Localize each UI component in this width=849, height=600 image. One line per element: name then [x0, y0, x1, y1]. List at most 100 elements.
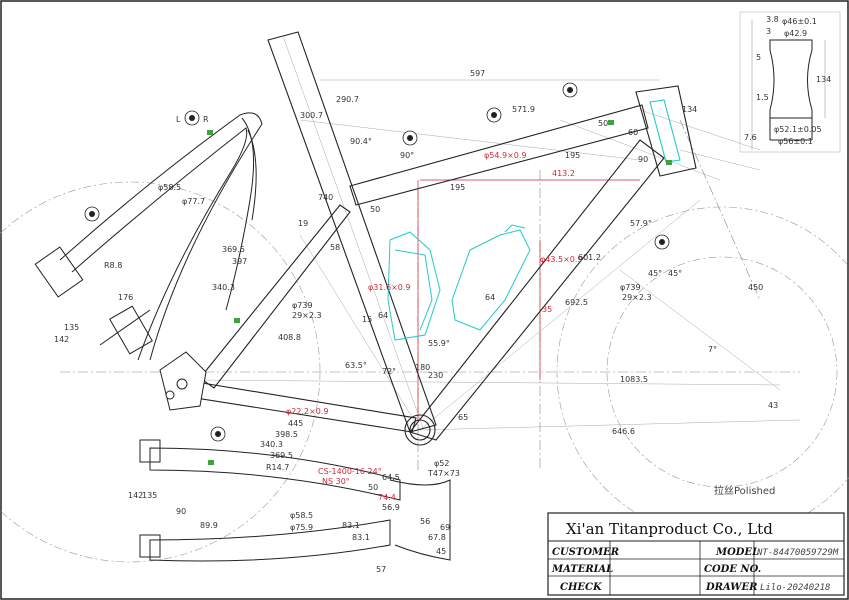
det-38: 3.8 — [766, 15, 779, 24]
lr-dots — [89, 87, 665, 437]
bottom-bracket — [404, 414, 436, 446]
model-label: MODEL — [715, 547, 759, 558]
dim-cs-398: 398.5 — [275, 430, 298, 439]
dim-ang-45a: 45° — [648, 269, 662, 278]
dim-down-64a: 64 — [378, 311, 388, 320]
cs-dropout-top — [139, 439, 161, 463]
dim-cs-note: CS-1400-16 24° — [318, 467, 382, 476]
code-label: CODE NO. — [704, 564, 761, 575]
bottle-cages — [387, 224, 531, 341]
dim-phi777: φ77.7 — [182, 197, 205, 206]
dim-tt-d: 571.9 — [512, 105, 535, 114]
dim-cs-45: 45 — [436, 547, 446, 556]
bottle-cage-seat — [387, 231, 441, 341]
dim-65: 65 — [458, 413, 468, 422]
drawer-value: Lilo-20240218 — [760, 583, 830, 593]
dim-tt-b: 195 — [450, 183, 465, 192]
dim-tt-c: 413.2 — [552, 169, 575, 178]
dim-cs-r147: R14.7 — [266, 463, 289, 472]
det-46: φ46±0.1 — [782, 17, 817, 26]
material-label: MATERIAL — [551, 564, 613, 575]
dim-ang-72: 72° — [382, 367, 396, 376]
dim-cs-64: 64.5 — [382, 473, 400, 482]
dim-ang-63: 63.5° — [345, 361, 367, 370]
rear-dropout-upper — [34, 246, 84, 298]
dimension-labels: 597 90.4° 195 195 413.2 571.9 φ54.9×0.9 … — [54, 15, 831, 574]
dim-seat-300: 300.7 — [300, 111, 323, 120]
dim-seat-290: 290.7 — [336, 95, 359, 104]
headset-detail — [751, 20, 826, 150]
dim-450: 450 — [748, 283, 763, 292]
dim-cs-74: 74.4 — [378, 493, 396, 502]
dim-ang-7: 7° — [708, 345, 717, 354]
dim-top-60: 60 — [628, 128, 638, 137]
dim-len-408: 408.8 — [278, 333, 301, 342]
dim-cs-67: 67.8 — [428, 533, 446, 542]
dim-230: 230 — [428, 371, 443, 380]
company-name: Xi'an Titanproduct Co., Ltd — [566, 520, 773, 538]
model-value: NT-84470059729M — [756, 548, 839, 558]
lr-label-r: R — [203, 115, 209, 124]
dim-down-phi: φ43.5×0.9 — [540, 255, 583, 264]
dim-1083: 1083.5 — [620, 375, 648, 384]
dim-len-135: 135 — [64, 323, 79, 332]
dim-cs-69: 69 — [440, 523, 450, 532]
dim-t47: T47×73 — [427, 469, 460, 478]
dim-cs-83b: 83.1 — [352, 533, 370, 542]
dim-cs-56: 56.9 — [382, 503, 400, 512]
head-tube — [635, 85, 697, 177]
dim-tt-a: 195 — [565, 151, 580, 160]
dim-arc-739b: φ739 — [292, 301, 313, 310]
rear-stay-view — [34, 112, 263, 361]
lr-label-90: 90° — [400, 151, 414, 160]
dim-top-50b: 50 — [598, 119, 608, 128]
dim-646: 646.6 — [612, 427, 635, 436]
det-5: 5 — [756, 53, 761, 62]
bottle-cage-down — [451, 229, 531, 331]
dim-ang-55: 55.9° — [428, 339, 450, 348]
dim-ss-phi: φ22.2×0.9 — [286, 407, 329, 416]
front-wheel-inner-circle — [606, 256, 838, 488]
dim-arc-29a: 29×2.3 — [622, 293, 652, 302]
dim-cs-135: 135 — [142, 491, 157, 500]
det-134: 134 — [816, 75, 831, 84]
dim-r88: R8.8 — [104, 261, 122, 270]
det-3: 3 — [766, 27, 771, 36]
rear-dropout-lower — [109, 305, 153, 355]
dim-arc-29b: 29×2.3 — [292, 311, 322, 320]
dim-cs-369: 369.5 — [270, 451, 293, 460]
det-56: φ56±0.1 — [778, 137, 813, 146]
customer-label: CUSTOMER — [552, 547, 619, 558]
dim-cs-57: 57 — [376, 565, 386, 574]
drawer-label: DRAWER — [705, 582, 757, 593]
chainstay-view — [139, 439, 451, 562]
dim-cs-83: 83.1 — [342, 521, 360, 530]
dim-ht-134: 134 — [682, 105, 697, 114]
dim-down-692: 692.5 — [565, 298, 588, 307]
check-label: CHECK — [560, 582, 603, 593]
dim-cs-phi759: φ75.9 — [290, 523, 313, 532]
dim-len-142: 142 — [54, 335, 69, 344]
dim-cs-50: 50 — [368, 483, 378, 492]
dim-len-397: 397 — [232, 257, 247, 266]
dim-top-50a: 50 — [370, 205, 380, 214]
dim-len-340: 340.3 — [212, 283, 235, 292]
det-76: 7.6 — [744, 133, 757, 142]
det-52: φ52.1±0.05 — [774, 125, 822, 134]
dim-arc-739a: φ739 — [620, 283, 641, 292]
dim-cs-899: 89.9 — [200, 521, 218, 530]
dim-seat-740: 740 — [318, 193, 333, 202]
det-42: φ42.9 — [784, 29, 807, 38]
dim-len-176: 176 — [118, 293, 133, 302]
dim-cs-340: 340.3 — [260, 440, 283, 449]
dim-ht-90: 90 — [638, 155, 648, 164]
dim-top-dia: φ54.9×0.9 — [484, 151, 527, 160]
dim-down-601: 601.2 — [578, 253, 601, 262]
dim-down-64b: 64 — [485, 293, 495, 302]
dim-cs-445: 445 — [288, 419, 303, 428]
dim-cs-note2: NS 30° — [322, 477, 350, 486]
seat-stay — [199, 204, 351, 389]
dim-180: 180 — [415, 363, 430, 372]
